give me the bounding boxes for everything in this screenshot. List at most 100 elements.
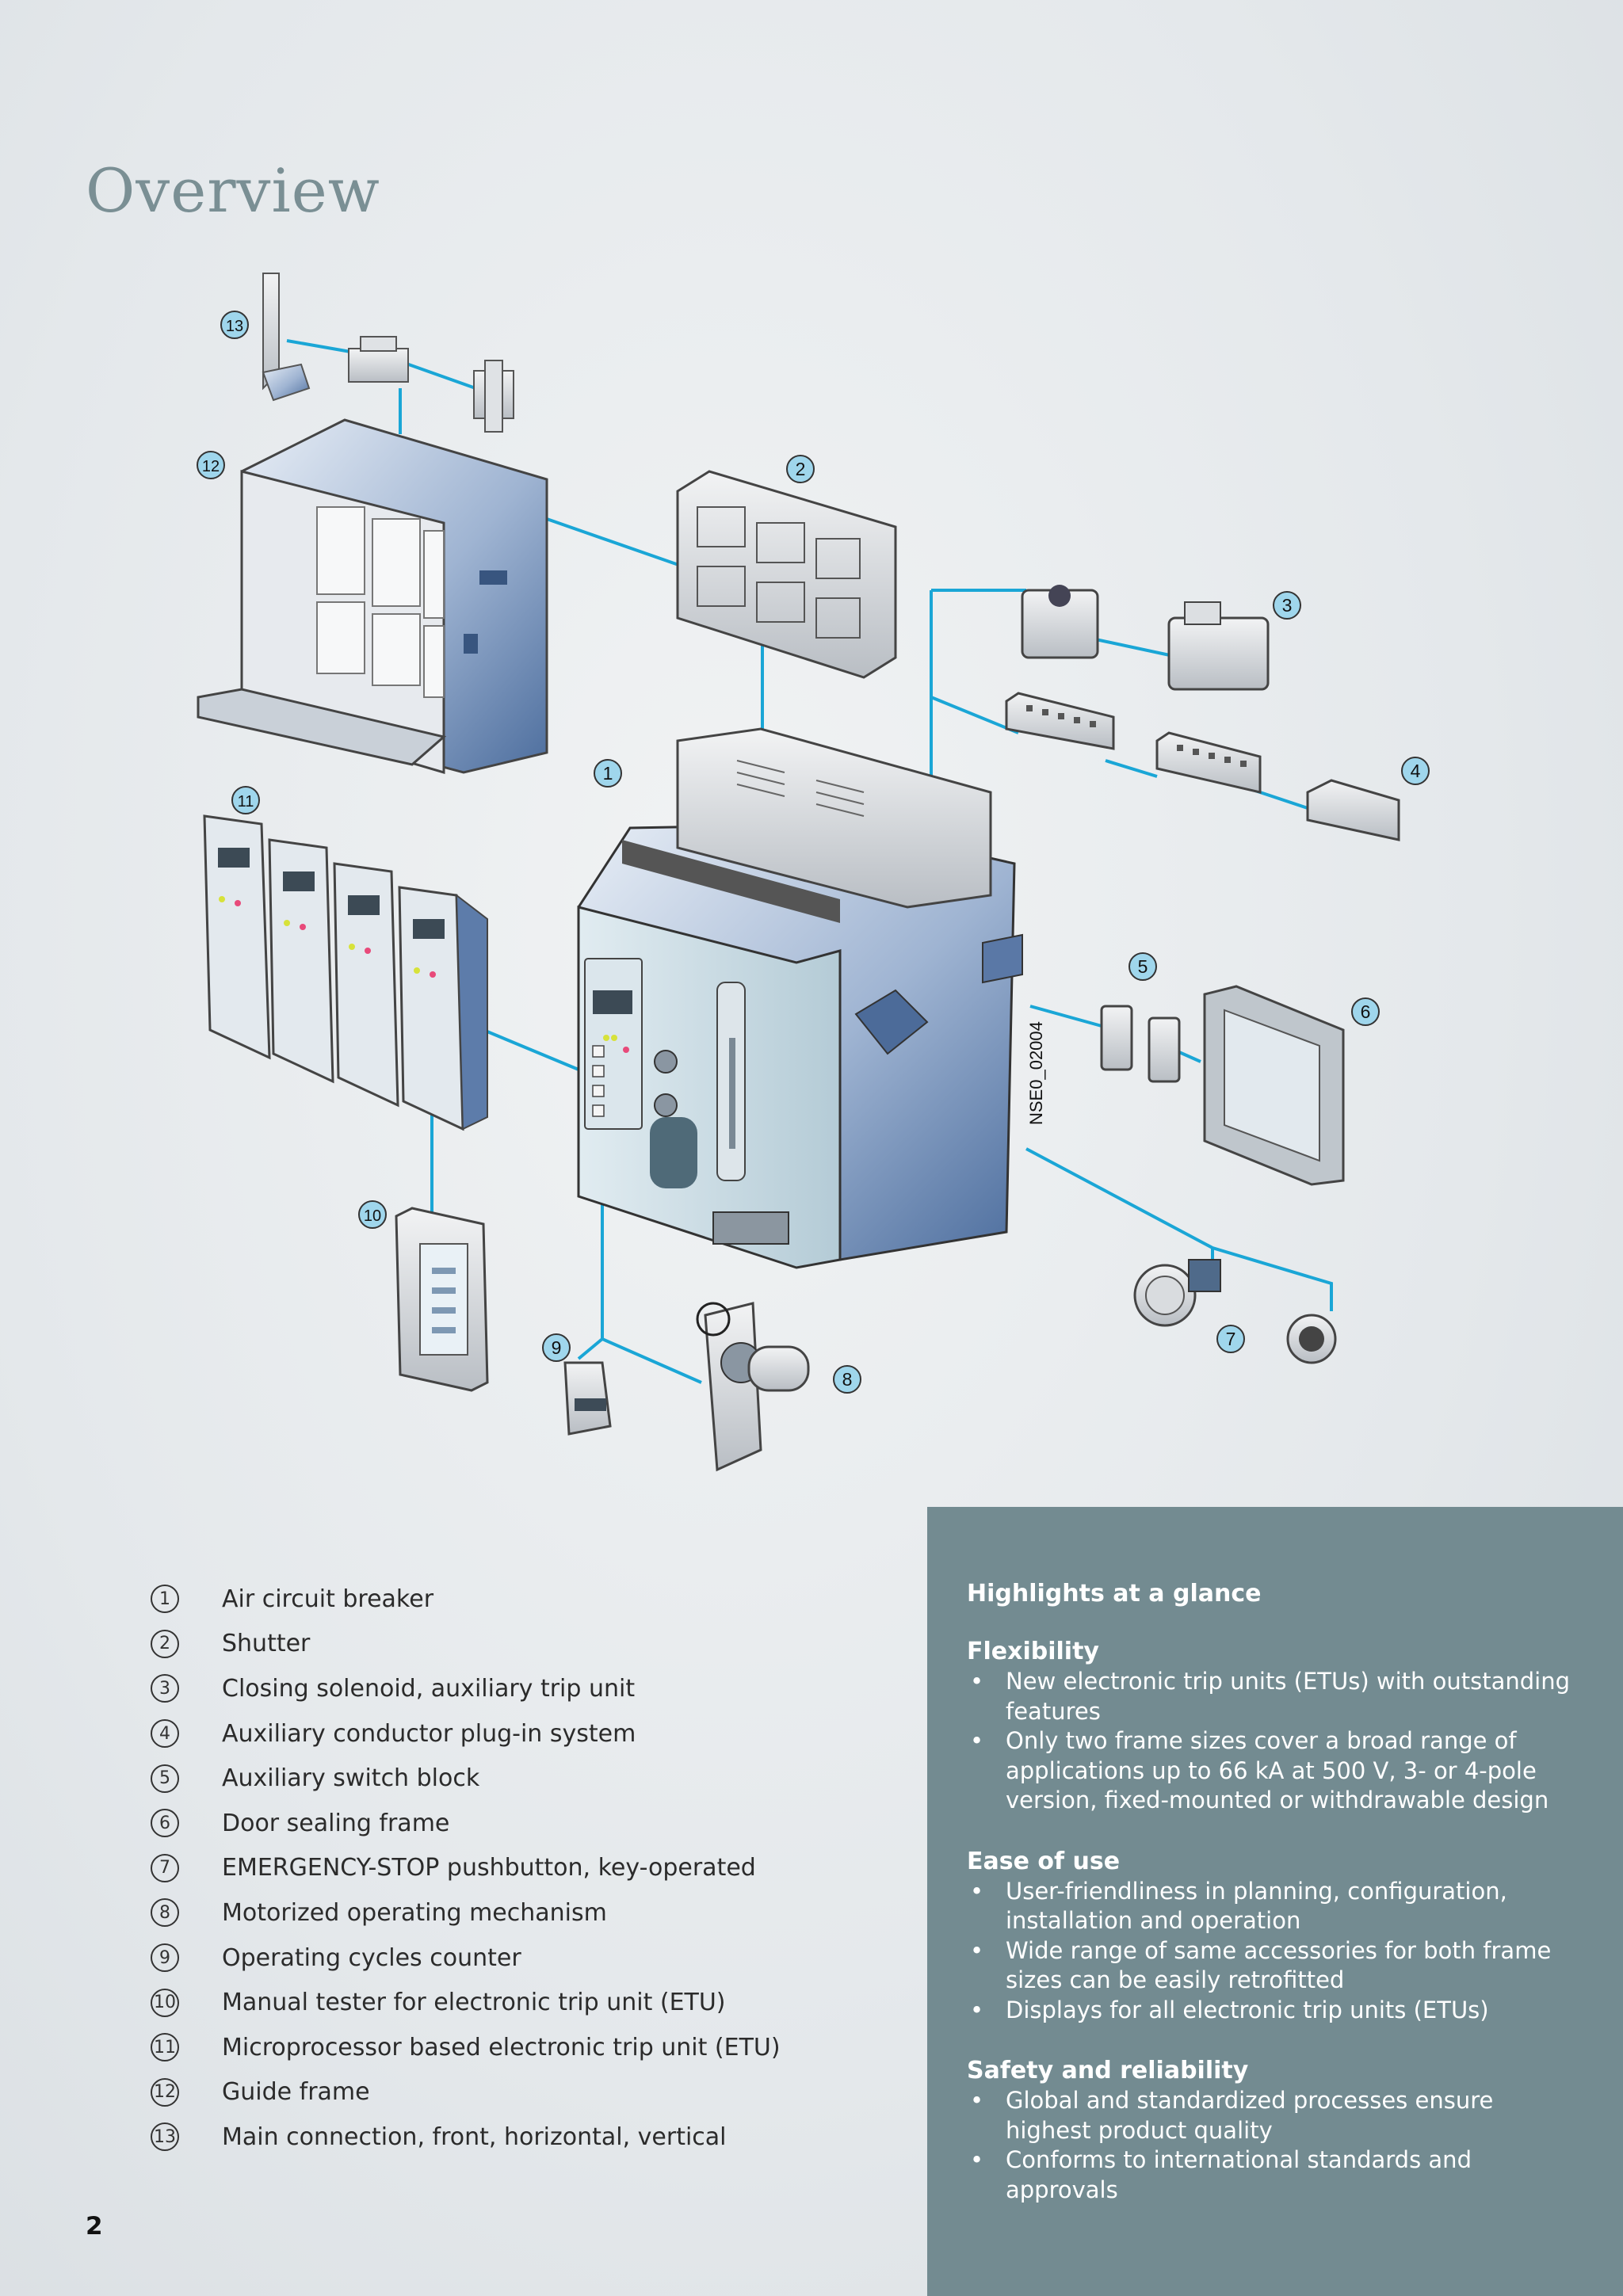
highlight-section: FlexibilityNew electronic trip units (ET… <box>967 1638 1585 1816</box>
highlight-item: New electronic trip units (ETUs) with ou… <box>967 1667 1585 1726</box>
motorized-mechanism <box>697 1303 808 1470</box>
legend-label: Closing solenoid, auxiliary trip unit <box>222 1675 635 1703</box>
shutter <box>678 471 896 677</box>
legend-item: 12 Guide frame <box>151 2070 903 2115</box>
etu-module <box>269 840 333 1081</box>
legend-item: 8 Motorized operating mechanism <box>151 1890 903 1936</box>
legend-item: 9 Operating cycles counter <box>151 1936 903 1981</box>
callout-marker-1: 1 <box>594 760 621 787</box>
exploded-view-diagram: NSE0_02004 <box>0 0 1623 1505</box>
etu-module <box>399 887 487 1129</box>
legend-number: 4 <box>151 1719 179 1748</box>
callout-marker-9: 9 <box>543 1334 570 1361</box>
callout-marker-13: 13 <box>221 311 248 338</box>
callout-marker-8: 8 <box>834 1366 861 1393</box>
legend-label: Auxiliary switch block <box>222 1764 479 1792</box>
callout-marker-7: 7 <box>1217 1325 1244 1352</box>
callout-number: 8 <box>842 1369 853 1390</box>
callout-marker-11: 11 <box>232 787 259 814</box>
legend-item: 10 Manual tester for electronic trip unit… <box>151 1980 903 2025</box>
legend-item: 3 Closing solenoid, auxiliary trip unit <box>151 1666 903 1711</box>
closing-solenoid-parts <box>1022 585 1268 689</box>
auxiliary-switch-block <box>1102 1006 1179 1081</box>
highlight-list: User-friendliness in planning, configura… <box>967 1877 1585 2026</box>
legend-item: 7 EMERGENCY-STOP pushbutton, key-operated <box>151 1846 903 1891</box>
callout-number: 3 <box>1282 595 1293 616</box>
highlight-list: New electronic trip units (ETUs) with ou… <box>967 1667 1585 1816</box>
legend-item: 13 Main connection, front, horizontal, ve… <box>151 2115 903 2160</box>
legend-number: 8 <box>151 1898 179 1927</box>
operating-cycles-counter <box>565 1363 610 1434</box>
callout-marker-5: 5 <box>1129 953 1156 980</box>
legend-label: EMERGENCY-STOP pushbutton, key-operated <box>222 1854 756 1882</box>
manual-tester <box>396 1208 487 1390</box>
callout-number: 9 <box>552 1337 562 1358</box>
highlight-section: Safety and reliabilityGlobal and standar… <box>967 2057 1585 2205</box>
callout-number: 10 <box>364 1207 381 1225</box>
guide-frame <box>198 420 547 772</box>
legend-label: Microprocessor based electronic trip uni… <box>222 2034 781 2061</box>
highlight-item: User-friendliness in planning, configura… <box>967 1877 1585 1936</box>
legend-label: Shutter <box>222 1630 310 1657</box>
callout-number: 5 <box>1138 956 1148 977</box>
main-connection-parts <box>263 273 514 432</box>
callout-marker-2: 2 <box>787 456 814 482</box>
legend-label: Guide frame <box>222 2078 370 2106</box>
highlight-item: Conforms to international standards and … <box>967 2145 1585 2205</box>
legend-number: 9 <box>151 1943 179 1972</box>
highlights-panel: Highlights at a glance FlexibilityNew el… <box>927 1507 1623 2296</box>
legend-number: 12 <box>151 2078 179 2107</box>
electronic-trip-units <box>204 816 487 1129</box>
callout-marker-6: 6 <box>1352 998 1379 1025</box>
legend-label: Operating cycles counter <box>222 1944 521 1972</box>
legend-label: Auxiliary conductor plug-in system <box>222 1720 636 1748</box>
callout-number: 1 <box>603 763 613 784</box>
air-circuit-breaker: NSE0_02004 <box>579 729 1046 1268</box>
highlight-list: Global and standardized processes ensure… <box>967 2086 1585 2205</box>
highlight-heading: Safety and reliability <box>967 2057 1585 2084</box>
highlight-section: Ease of useUser-friendliness in planning… <box>967 1848 1585 2026</box>
legend-item: 5 Auxiliary switch block <box>151 1756 903 1801</box>
highlights-title: Highlights at a glance <box>967 1580 1585 1608</box>
page-number: 2 <box>86 2212 103 2241</box>
legend-label: Motorized operating mechanism <box>222 1899 607 1927</box>
legend-number: 2 <box>151 1630 179 1658</box>
highlight-heading: Flexibility <box>967 1638 1585 1665</box>
legend-item: 2 Shutter <box>151 1622 903 1667</box>
callout-marker-4: 4 <box>1402 757 1429 784</box>
callout-number: 12 <box>202 458 220 475</box>
callout-marker-3: 3 <box>1274 592 1300 619</box>
highlight-item: Only two frame sizes cover a broad range… <box>967 1726 1585 1816</box>
legend-list: 1Air circuit breaker 2 Shutter 3 Closing sol… <box>151 1577 903 2160</box>
legend-item: 6 Door sealing frame <box>151 1801 903 1846</box>
aux-conductor-plugs <box>1006 693 1399 840</box>
legend-number: 10 <box>151 1989 179 2017</box>
legend-label: Main connection, front, horizontal, vert… <box>222 2123 727 2151</box>
callout-marker-12: 12 <box>197 452 224 479</box>
legend-number: 3 <box>151 1674 179 1703</box>
legend-label: Manual tester for electronic trip unit (… <box>222 1989 726 2016</box>
etu-module <box>204 816 269 1058</box>
callout-number: 2 <box>796 459 806 479</box>
legend-number: 5 <box>151 1764 179 1793</box>
highlight-heading: Ease of use <box>967 1848 1585 1875</box>
legend-item: 4 Auxiliary conductor plug-in system <box>151 1711 903 1756</box>
door-sealing-frame <box>1205 986 1343 1184</box>
legend-number: 13 <box>151 2122 179 2151</box>
callout-number: 6 <box>1361 1001 1371 1022</box>
legend-number: 11 <box>151 2033 179 2061</box>
callout-number: 4 <box>1411 761 1421 781</box>
highlight-item: Displays for all electronic trip units (… <box>967 1996 1585 2026</box>
highlight-item: Global and standardized processes ensure… <box>967 2086 1585 2145</box>
callout-number: 7 <box>1226 1329 1236 1349</box>
diagram-code: NSE0_02004 <box>1026 1021 1046 1125</box>
highlight-item: Wide range of same accessories for both … <box>967 1936 1585 1996</box>
legend-label: Door sealing frame <box>222 1810 449 1837</box>
legend-label: Air circuit breaker <box>222 1585 433 1613</box>
callout-number: 13 <box>226 318 243 335</box>
callout-number: 11 <box>238 793 254 810</box>
etu-module <box>334 864 398 1105</box>
legend-number: 7 <box>151 1854 179 1882</box>
legend-number: 6 <box>151 1809 179 1837</box>
